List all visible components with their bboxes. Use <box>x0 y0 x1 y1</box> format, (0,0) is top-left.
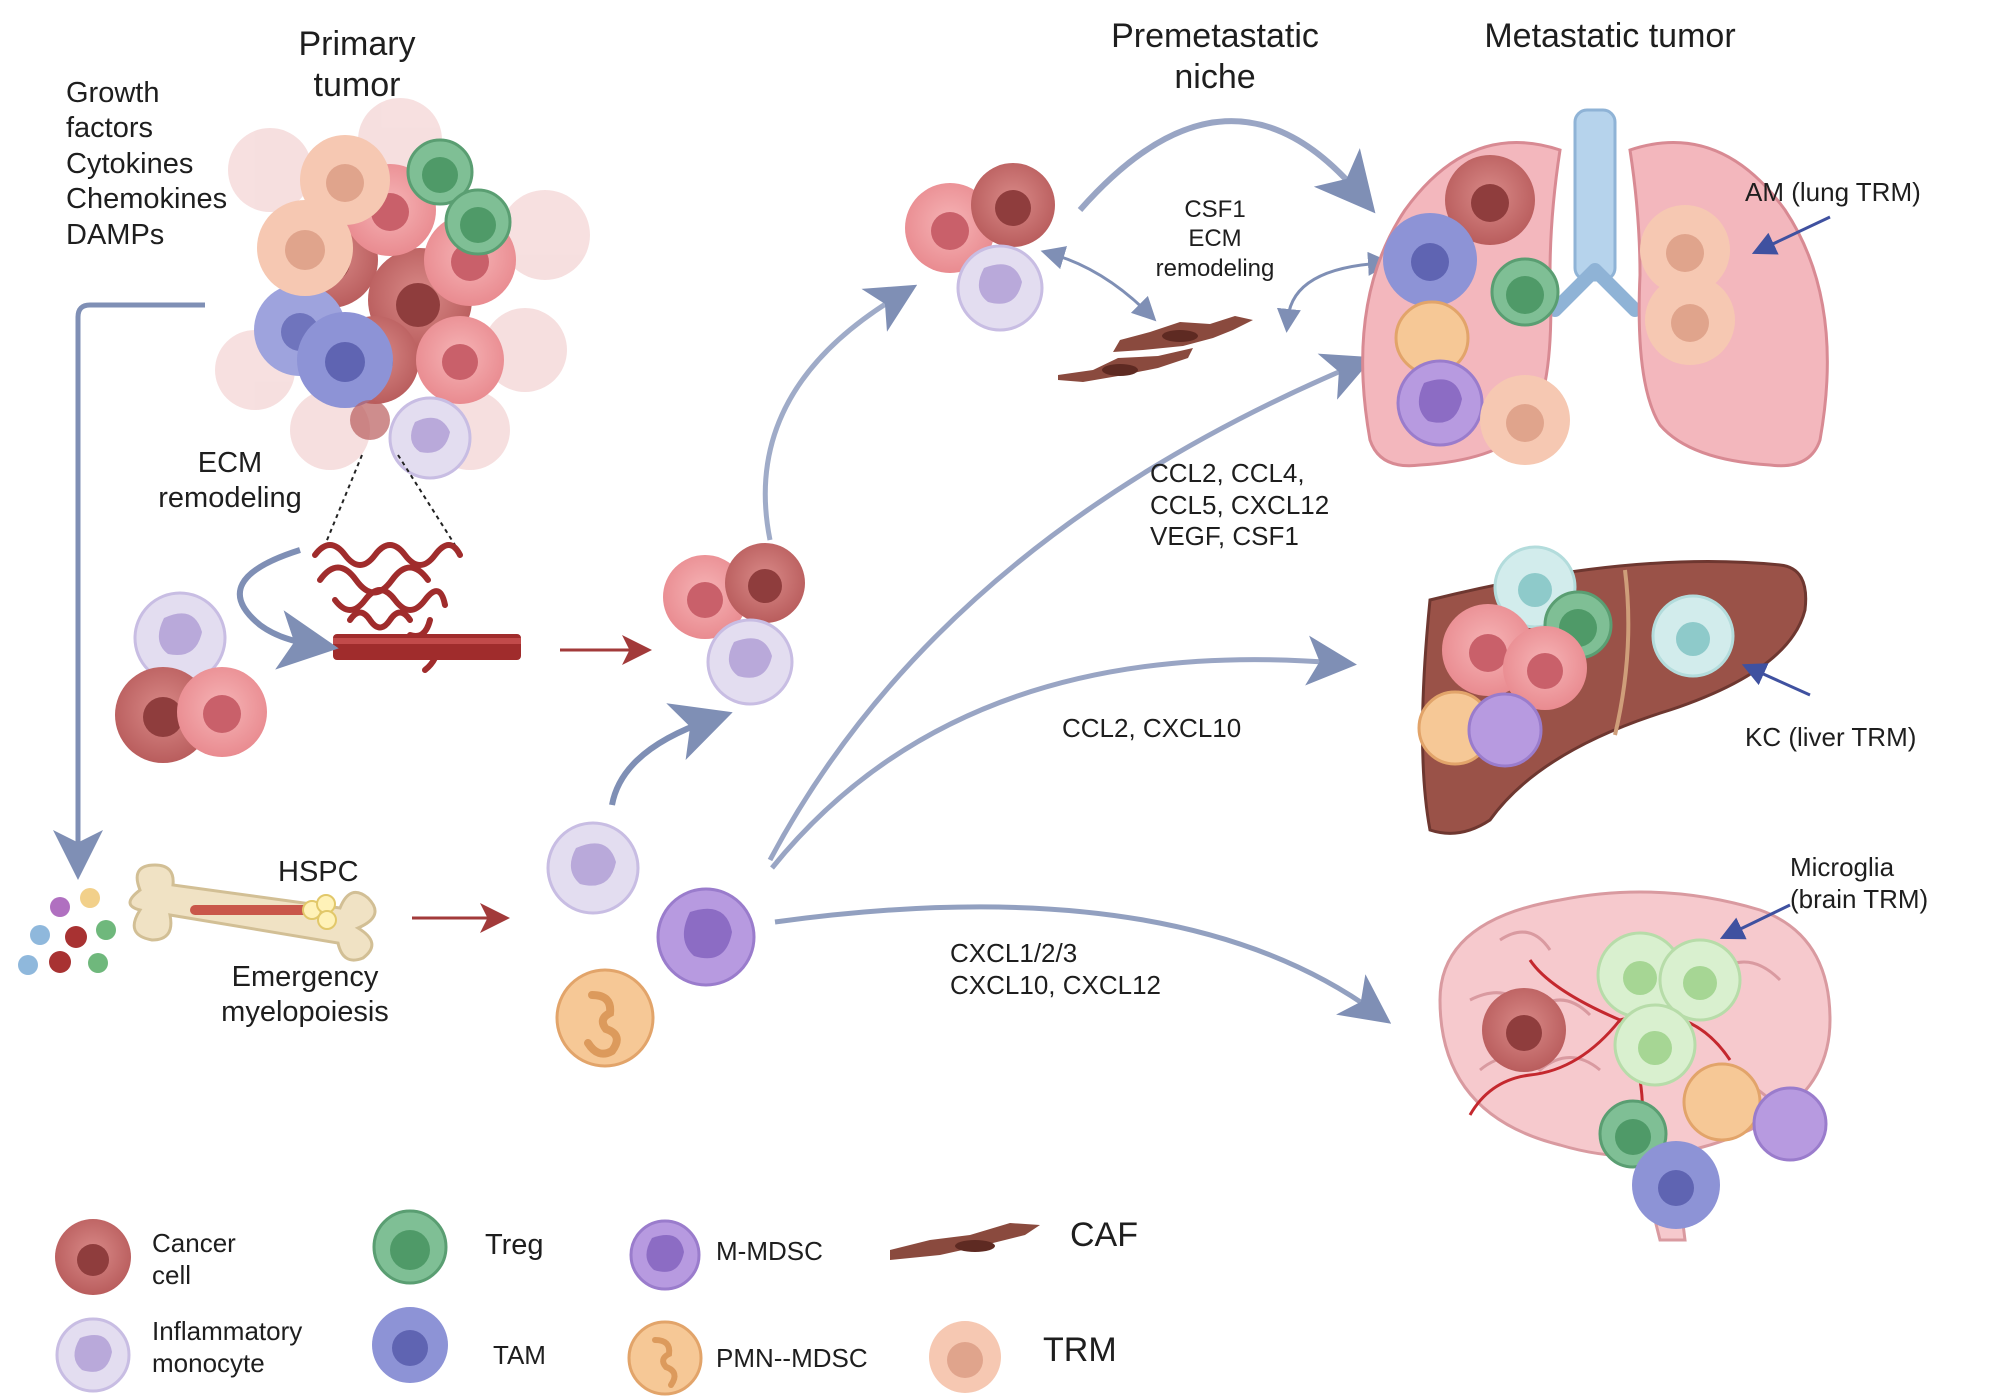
to-liver-arrow <box>770 635 1357 870</box>
microglia-pointer-arrow <box>1719 903 1791 940</box>
emergency-myelopoiesis-label: Emergency myelopoiesis <box>221 961 389 1029</box>
niche-to-lung-arrow <box>1077 118 1376 214</box>
liver-organ <box>1421 560 1808 835</box>
brain-chemokines-label: CXCL1/2/3 CXCL10, CXCL12 <box>950 938 1161 1000</box>
metastatic-tumor-heading: Metastatic tumor <box>1484 17 1736 55</box>
to-lung-arrow <box>767 353 1374 862</box>
legend-trm-label: TRM <box>1043 1331 1117 1369</box>
to-brain-arrow <box>774 904 1392 1024</box>
treg-icon <box>372 1209 448 1285</box>
intravasation-arrow <box>237 547 339 670</box>
legend-caf-label: CAF <box>1070 1216 1138 1254</box>
kc-liver-label: KC (liver TRM) <box>1745 722 1917 752</box>
legend-pmn-mdsc-label: PMN--MDSC <box>716 1343 868 1373</box>
secreted-factors-label: Growth factors Cytokines Chemokines DAMP… <box>66 77 228 251</box>
blood-vessel <box>333 634 521 660</box>
hspc-label: HSPC <box>278 856 359 888</box>
m-mdsc-icon <box>629 1219 701 1291</box>
lung-chemokines-label: CCL2, CCL4, CCL5, CXCL12 VEGF, CSF1 <box>1150 458 1330 552</box>
myeloid-cells <box>546 821 756 1068</box>
ecm-remodeling-label: ECM remodeling <box>158 447 302 515</box>
niche-crosstalk-arrow-left <box>1040 246 1157 322</box>
to-premetastatic-niche-arrow <box>762 284 918 541</box>
brain-tumor-cells <box>1482 931 1828 1229</box>
legend-cancer-cell-label: Cancer cell <box>152 1228 236 1290</box>
caf-icon <box>890 1223 1040 1260</box>
ctc-cluster-left <box>115 591 267 763</box>
ctc-cluster-middle <box>663 543 805 706</box>
legend-inflammatory-monocyte-label: Inflammatory monocyte <box>152 1316 303 1378</box>
secreted-factor-dots <box>18 888 116 975</box>
inflammatory-monocyte-icon <box>55 1317 131 1393</box>
legend-m-mdsc-label: M-MDSC <box>716 1236 823 1266</box>
liver-tumor-cells <box>1417 545 1735 768</box>
lung-tumor-cells <box>1383 155 1735 465</box>
premetastatic-niche-cells <box>905 163 1055 332</box>
niche-factors-label: CSF1 ECM remodeling <box>1155 196 1275 282</box>
monocyte-arrow <box>609 703 733 806</box>
trm-icon <box>929 1321 1001 1393</box>
primary-tumor-heading: Primary tumor <box>298 25 416 105</box>
kc-pointer-arrow <box>1741 663 1811 697</box>
caf-cells <box>1058 316 1253 382</box>
pmn-mdsc-icon <box>627 1320 703 1396</box>
microglia-brain-label: Microglia (brain TRM) <box>1790 852 1929 914</box>
bone-marrow <box>128 863 377 962</box>
am-lung-label: AM (lung TRM) <box>1745 177 1921 207</box>
legend-tam-label: TAM <box>493 1340 546 1370</box>
premetastatic-niche-heading: Premetastatic niche <box>1111 17 1319 97</box>
systemic-factors-arrow <box>53 302 205 880</box>
niche-crosstalk-arrow-right <box>1276 251 1392 333</box>
am-pointer-arrow <box>1751 215 1831 255</box>
liver-chemokines-label: CCL2, CXCL10 <box>1062 713 1242 743</box>
tam-icon <box>372 1307 448 1383</box>
legend-treg-label: Treg <box>485 1229 544 1261</box>
primary-tumor-cluster <box>215 98 590 480</box>
legend-icons <box>55 1209 1040 1396</box>
cancer-cell-icon <box>55 1219 131 1295</box>
